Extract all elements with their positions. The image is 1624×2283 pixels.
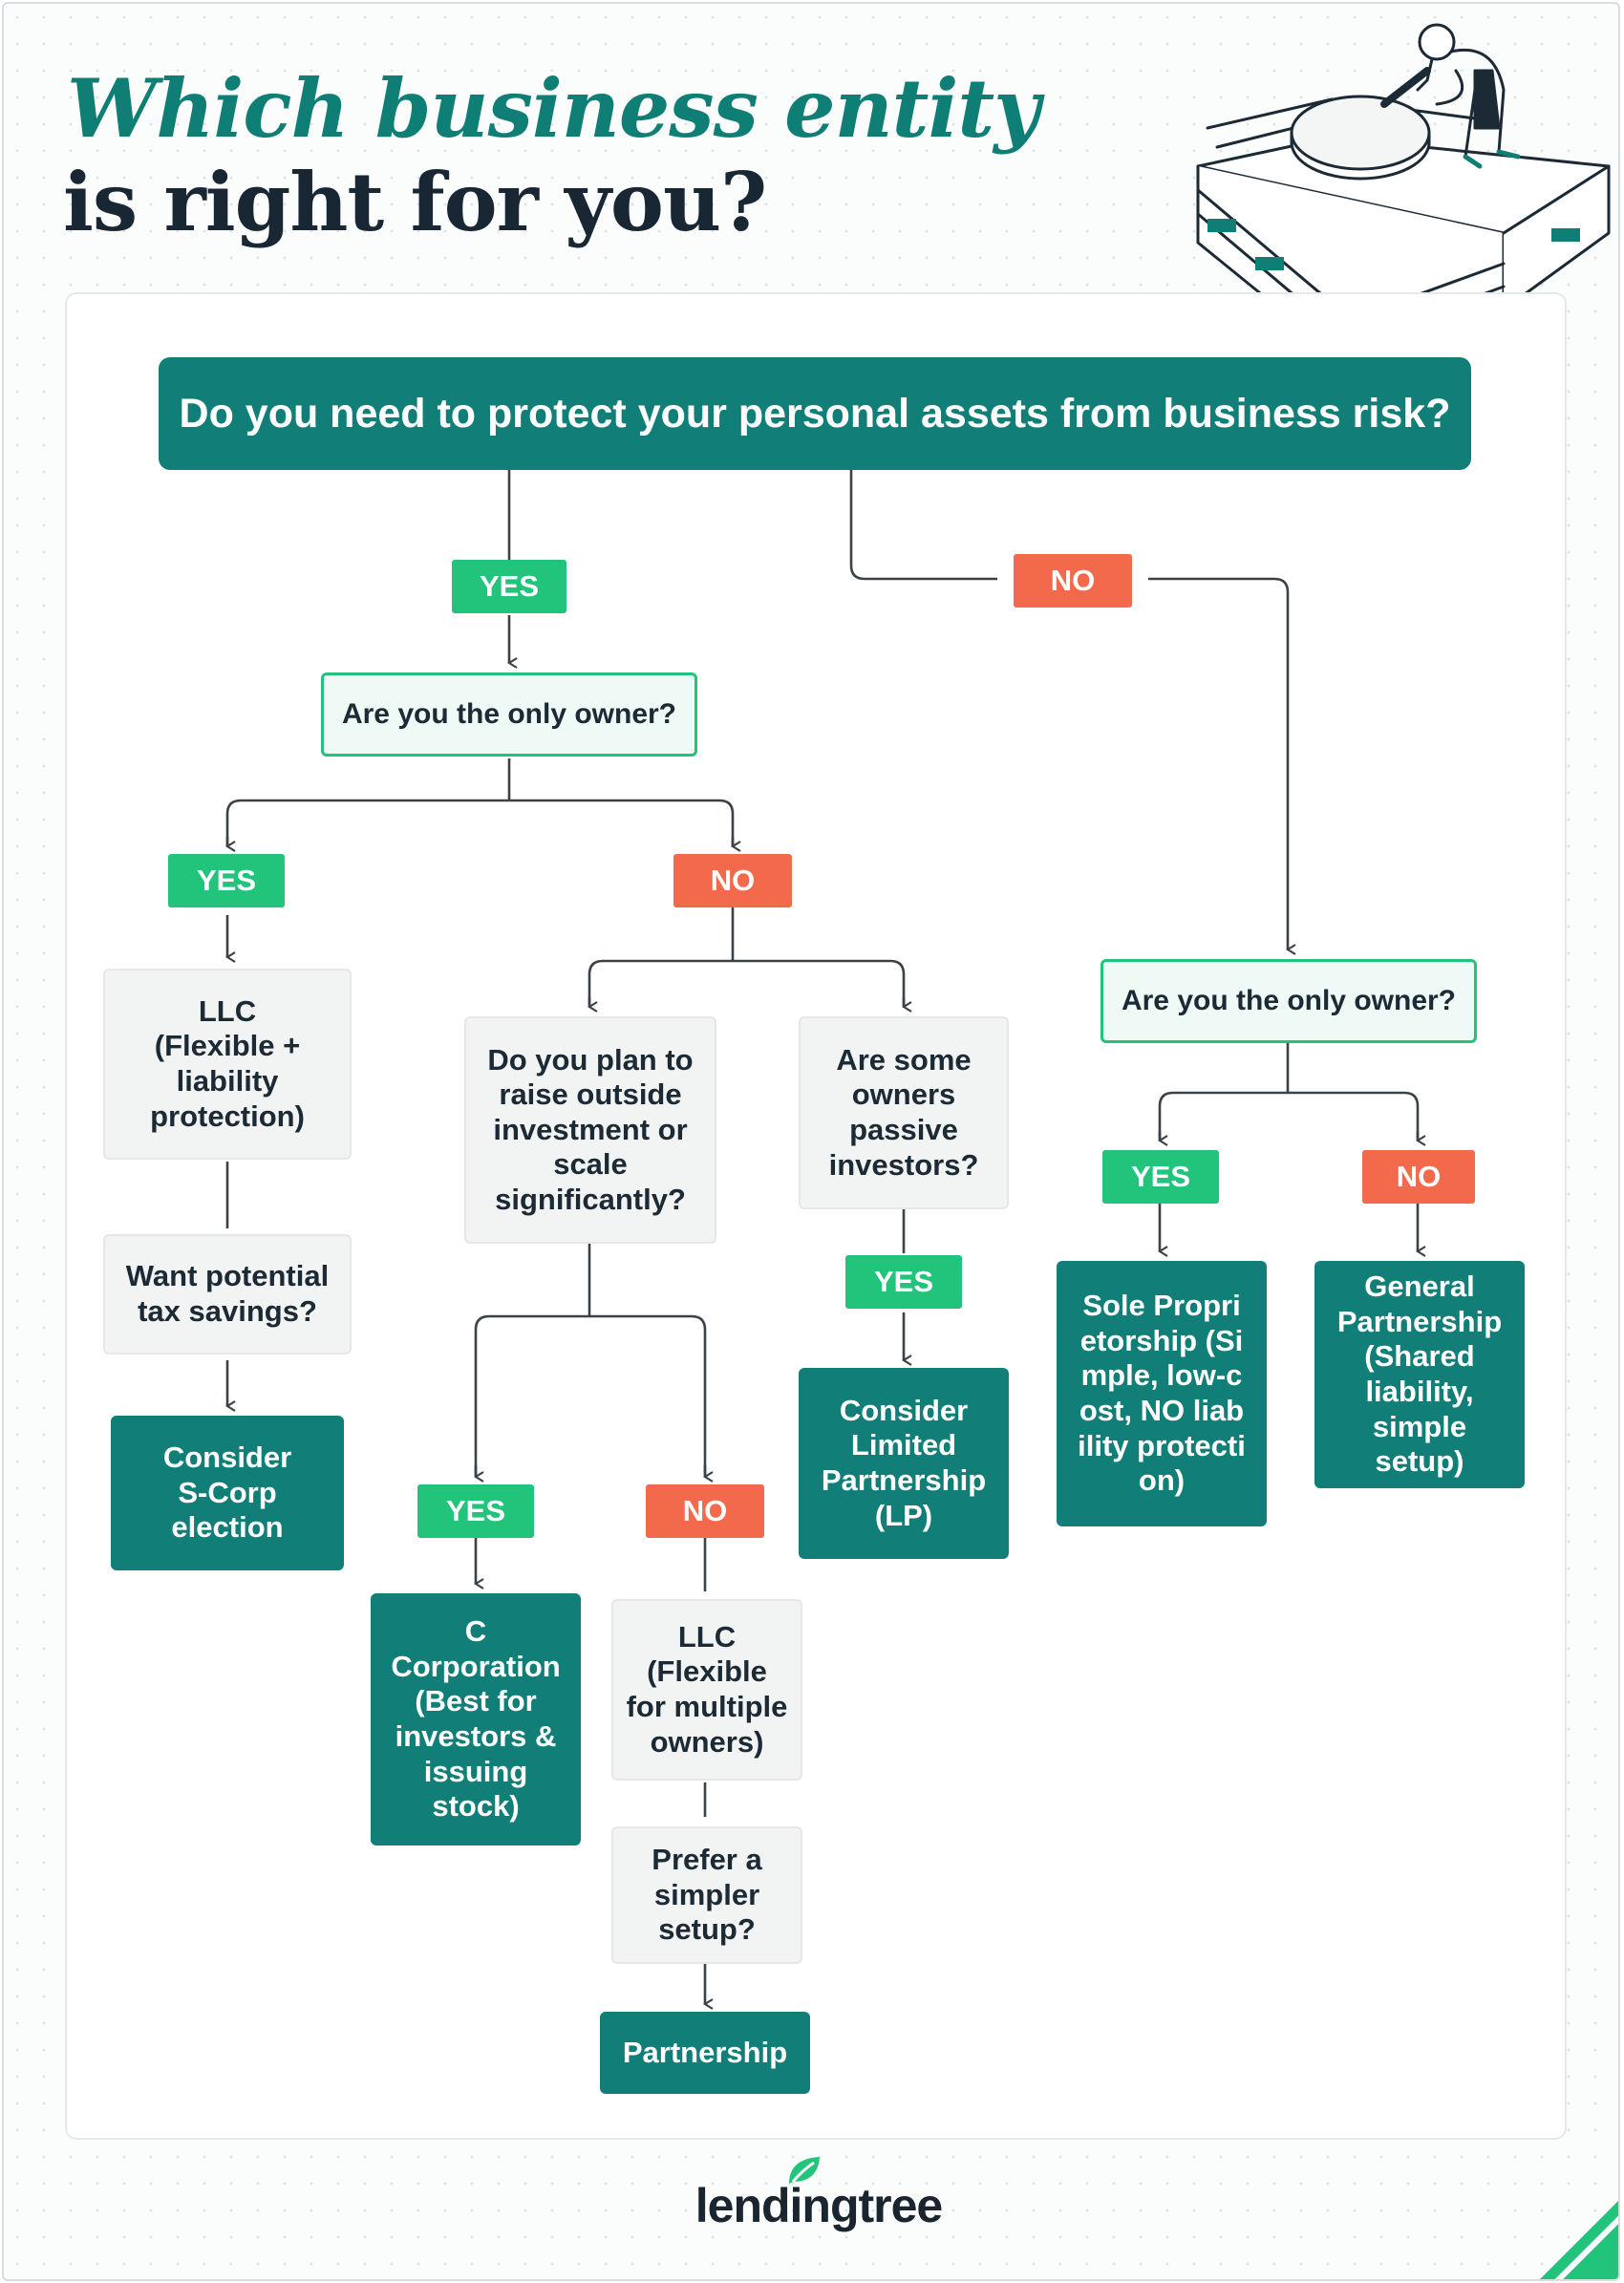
yes-label-sole-prop: YES <box>1102 1150 1219 1204</box>
yes-label-sole-owner: YES <box>168 854 285 907</box>
no-label-multi-owner: NO <box>673 854 792 907</box>
only-owner-question-right: Are you the only owner? <box>1100 959 1477 1043</box>
leaf-icon <box>789 2157 820 2184</box>
lendingtree-logo: lendingtree <box>690 2153 957 2239</box>
yes-label-main: YES <box>452 560 566 613</box>
c-corp-result: C Corporation (Best for investors & issu… <box>371 1593 581 1846</box>
title-line-1: Which business entity <box>67 61 1040 156</box>
main-question-node: Do you need to protect your personal ass… <box>159 357 1471 470</box>
logo-text: lendingtree <box>694 2179 943 2232</box>
title-line-2: is right for you? <box>63 155 767 249</box>
corner-stripe-icon <box>1540 2201 1618 2279</box>
sole-proprietorship-result: Sole Proprietorship (Simple, low-cost, N… <box>1057 1261 1267 1526</box>
llc-single-owner-node: LLC (Flexible + liability protection) <box>103 969 352 1160</box>
raise-investment-question: Do you plan to raise outside investment … <box>464 1016 716 1244</box>
yes-label-raise-investment: YES <box>417 1484 534 1538</box>
flowchart-connectors <box>4 470 1620 2281</box>
limited-partnership-result: Consider Limited Partnership (LP) <box>799 1368 1009 1559</box>
s-corp-result: Consider S-Corp election <box>111 1416 344 1570</box>
partnership-result: Partnership <box>600 2012 810 2094</box>
general-partnership-result: General Partnership (Shared liability, s… <box>1314 1261 1525 1488</box>
passive-investors-question: Are some owners passive investors? <box>799 1016 1009 1209</box>
llc-multi-owner-node: LLC (Flexible for multiple owners) <box>611 1599 802 1781</box>
simpler-setup-question: Prefer a simpler setup? <box>611 1826 802 1964</box>
yes-label-passive-investors: YES <box>845 1255 962 1309</box>
no-label-main: NO <box>1014 554 1132 608</box>
only-owner-question-left: Are you the only owner? <box>321 672 697 757</box>
flowchart-panel <box>65 292 1567 2140</box>
tax-savings-question: Want potential tax savings? <box>103 1234 352 1355</box>
no-label-raise-investment: NO <box>646 1484 764 1538</box>
no-label-general-partnership: NO <box>1362 1150 1475 1204</box>
